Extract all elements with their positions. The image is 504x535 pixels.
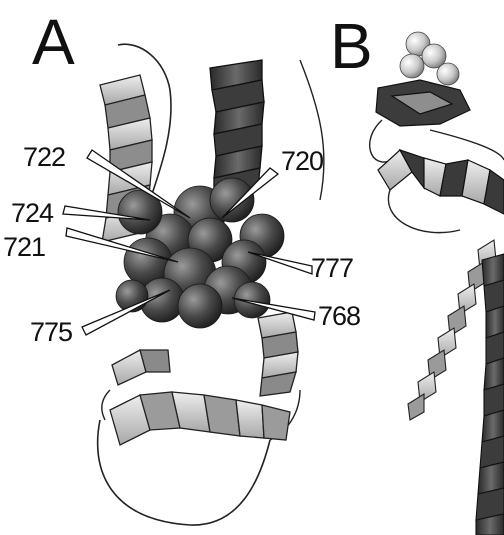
residue-label-724: 724 <box>11 200 53 227</box>
panel-a-label: A <box>32 10 75 74</box>
panel-a-structure <box>63 44 324 525</box>
residue-label-722: 722 <box>23 144 65 171</box>
residue-label-720: 720 <box>281 148 323 175</box>
residue-label-721: 721 <box>3 234 45 261</box>
panel-b-label: B <box>330 14 373 78</box>
residue-label-768: 768 <box>318 303 360 330</box>
residue-label-777: 777 <box>311 255 353 282</box>
panel-b-structure <box>370 32 504 535</box>
residue-label-775: 775 <box>30 319 72 346</box>
